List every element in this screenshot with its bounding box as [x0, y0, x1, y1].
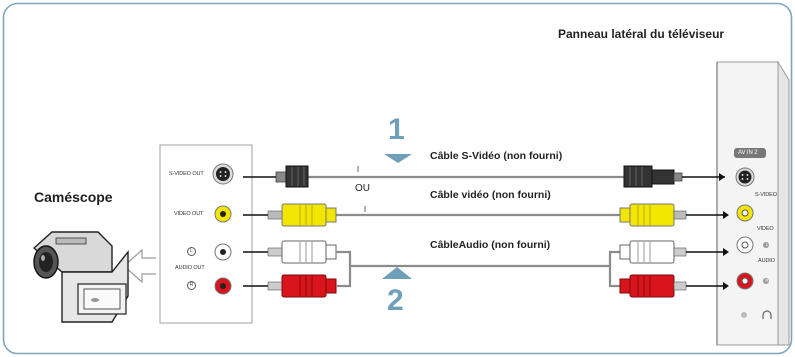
video-cable-label: Câble vidéo (non fourni) [430, 189, 551, 201]
cam-video-out-label: VIDEO OUT [174, 211, 204, 217]
cam-right-mark: R [187, 281, 196, 290]
arrow-down-icon [384, 154, 412, 163]
tv-small-led [741, 312, 747, 318]
headphone-icon [762, 310, 772, 319]
audio-cable [243, 240, 729, 298]
tv-av-in-badge [734, 148, 766, 158]
svideo-cable [275, 165, 683, 188]
svideo-cable-label: Câble S-Vidéo (non fourni) [430, 150, 563, 162]
tv-right-mark: R [765, 278, 769, 283]
cam-audio-left-jack [214, 243, 232, 261]
tv-svideo-label: S-VIDEO [755, 192, 777, 198]
step-number-1: 1 [388, 113, 405, 146]
tv-audio-label: AUDIO [758, 258, 775, 264]
tv-side-panel [716, 60, 790, 346]
cam-audio-out-label: AUDIO OUT [175, 265, 205, 271]
cam-left-mark: L [187, 247, 196, 256]
cam-svideo-out-label: S-VIDEO OUT [169, 171, 204, 177]
camcorder-icon [32, 231, 129, 323]
camcorder-output-panel [159, 144, 253, 324]
tv-panel-title: Panneau latéral du téléviseur [558, 27, 725, 41]
tv-av-in-label: AV IN 2 [738, 150, 758, 156]
cam-svideo-jack [212, 163, 234, 185]
tv-video-label: VIDEO [757, 226, 774, 232]
video-cable [243, 203, 729, 227]
tv-video-jack [736, 204, 754, 222]
tv-audio-right-jack [736, 272, 769, 290]
tv-svideo-jack [735, 167, 755, 187]
arrow-up-icon [382, 267, 412, 279]
camcorder-label: Caméscope [34, 189, 113, 205]
or-label: OU [355, 183, 370, 194]
step-number-2: 2 [387, 284, 404, 317]
tv-audio-left-jack [736, 236, 769, 254]
cam-video-jack [214, 205, 232, 223]
cam-audio-right-jack [214, 277, 232, 295]
tv-left-mark: L [765, 242, 769, 247]
audio-cable-label: CâbleAudio (non fourni) [430, 239, 551, 251]
